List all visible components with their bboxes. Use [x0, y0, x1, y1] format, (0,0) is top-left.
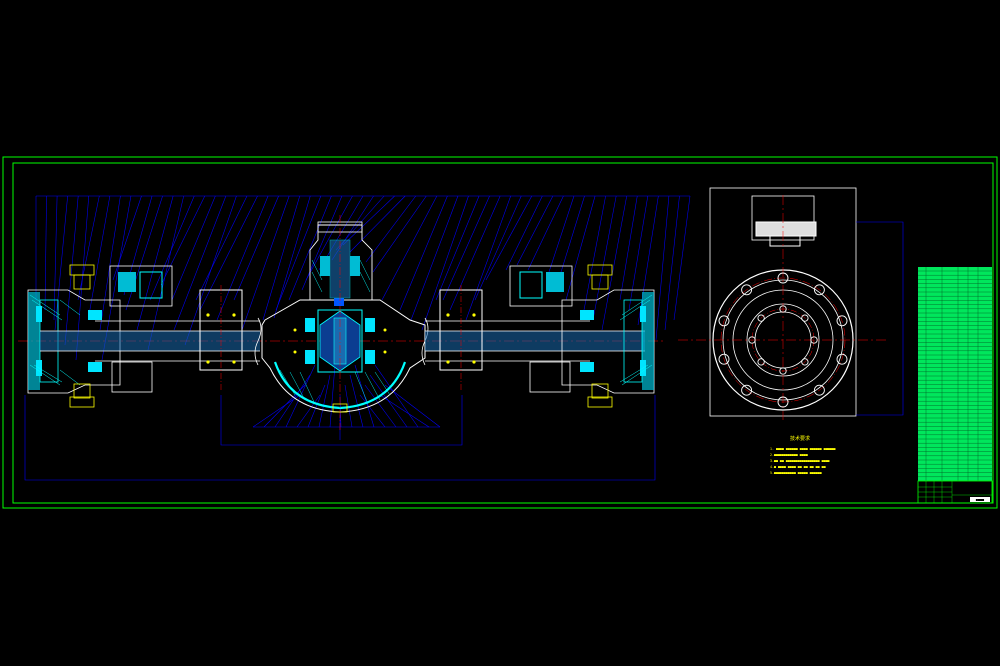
right-hub	[509, 264, 655, 408]
note-line-5: 5.■■■■■■■■■■■ ■■■■■ ■■■■■■	[770, 471, 822, 475]
left-half-shaft	[40, 320, 260, 362]
right-spring-seat	[439, 285, 483, 392]
end-flange-icon	[678, 187, 904, 420]
left-hub	[27, 264, 173, 408]
note-line-1: 1. ■■■■ ■■■■■■ ■■■■ ■■■■■■ ■■■■■■	[770, 447, 836, 451]
leader-lines-bottom	[252, 364, 441, 428]
outer-frame	[2, 156, 998, 509]
parts-table-icon	[918, 267, 992, 482]
note-line-3: 3.■■ ■■ ■■■■■■■■■■■■■■■■■ ■■■■	[770, 459, 830, 463]
technical-notes: 技术要求 1. ■■■■ ■■■■■■ ■■■■ ■■■■■■ ■■■■■■ 2…	[770, 435, 836, 475]
differential-housing	[261, 215, 426, 430]
note-line-4: 4.■ ■■■■ ■■■■ ■■ ■■ ■■ ■■ ■■	[770, 465, 826, 469]
drawing-number: ■■■■	[976, 498, 985, 502]
right-half-shaft	[425, 320, 645, 362]
axle-assembly-view	[18, 195, 691, 481]
left-spring-seat	[199, 285, 243, 392]
note-line-2: 2.■■■■■■■■■■■■ ■■■■	[770, 453, 808, 457]
title-block: ■■■■	[917, 480, 993, 504]
inner-frame	[12, 162, 994, 504]
notes-title: 技术要求	[790, 435, 810, 442]
